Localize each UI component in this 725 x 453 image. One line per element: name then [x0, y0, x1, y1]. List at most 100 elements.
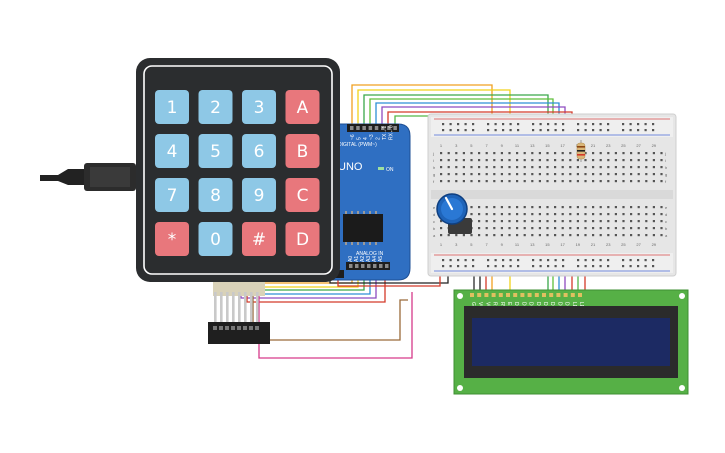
key-D[interactable]: D [285, 222, 320, 256]
lcd-pin-label: V0 [484, 302, 490, 308]
row-letter: i [433, 158, 434, 163]
key-5[interactable]: 5 [198, 134, 233, 168]
row-letter: e [433, 205, 436, 210]
key-2[interactable]: 2 [198, 90, 233, 124]
key-9[interactable]: 9 [242, 178, 276, 212]
column-number: 23 [606, 242, 611, 247]
column-number: 17 [560, 143, 565, 148]
power-rail-bottom [431, 253, 673, 273]
lcd-pin-label: RS [492, 302, 498, 310]
key-*[interactable]: * [155, 222, 189, 256]
column-number: 15 [545, 143, 550, 148]
lcd-pin-label: E [506, 302, 512, 306]
column-number: 3 [455, 143, 458, 148]
key-0[interactable]: 0 [198, 222, 233, 256]
column-number: 11 [515, 143, 520, 148]
column-number: 25 [621, 242, 626, 247]
lcd-screen [472, 318, 670, 366]
key-7[interactable]: 7 [155, 178, 189, 212]
pin-label: ~3 [369, 134, 375, 140]
row-letter: i [665, 158, 666, 163]
column-number: 13 [530, 242, 535, 247]
row-letter: b [665, 226, 668, 231]
column-number: 1 [440, 242, 443, 247]
resistor-icon[interactable] [576, 140, 586, 162]
key-3[interactable]: 3 [242, 90, 276, 124]
analog-pin-label: A3 [366, 256, 372, 262]
key-label: B [297, 142, 309, 162]
column-number: 11 [515, 242, 520, 247]
row-letter: a [665, 233, 668, 238]
lcd-16x2[interactable]: GNDVCCV0RSRWEDB0DB1DB2DB3DB4DB5DB6DB7LED… [453, 289, 689, 395]
row-letter: h [433, 165, 435, 170]
key-4[interactable]: 4 [155, 134, 189, 168]
column-number: 3 [455, 242, 458, 247]
connector-pins [213, 292, 259, 330]
column-number: 17 [560, 242, 565, 247]
column-number: 7 [485, 143, 488, 148]
column-number: 29 [652, 143, 657, 148]
row-letter: g [665, 172, 667, 177]
key-label: 6 [254, 142, 265, 162]
row-letter: f [433, 179, 435, 184]
power-rail-top [431, 117, 673, 137]
key-label: 2 [210, 98, 221, 118]
column-number: 7 [485, 242, 488, 247]
column-number: 27 [636, 242, 641, 247]
row-letter: h [665, 165, 667, 170]
row-letter: e [665, 205, 668, 210]
row-letter: f [665, 179, 667, 184]
chip [343, 214, 383, 242]
key-label: 8 [210, 186, 221, 206]
row-letter: d [433, 212, 435, 217]
key-B[interactable]: B [285, 134, 320, 168]
usb-plug-icon [40, 163, 136, 191]
key-label: A [297, 98, 309, 118]
row-letter: c [665, 219, 667, 224]
key-1[interactable]: 1 [155, 90, 189, 124]
column-number: 5 [470, 143, 473, 148]
column-number: 15 [545, 242, 550, 247]
column-number: 13 [530, 143, 535, 148]
row-letter: d [665, 212, 667, 217]
key-A[interactable]: A [285, 90, 320, 124]
analog-pin-label: A4 [372, 256, 378, 262]
key-6[interactable]: 6 [242, 134, 276, 168]
column-number: 29 [652, 242, 657, 247]
row-letter: b [433, 226, 436, 231]
key-label: 3 [254, 98, 265, 118]
on-label: ON [386, 167, 394, 173]
on-led [378, 167, 384, 170]
digital-pins [350, 126, 397, 130]
wire-k6[interactable] [246, 268, 386, 303]
row-letter: c [433, 219, 435, 224]
chip-pins [345, 211, 377, 245]
column-number: 25 [621, 143, 626, 148]
key-#[interactable]: # [242, 222, 276, 256]
pin-label: TX→1 [382, 126, 388, 140]
analog-label: ANALOG IN [356, 251, 384, 257]
pin-label: 2 [376, 137, 382, 140]
key-label: 0 [210, 230, 221, 250]
key-label: # [252, 230, 266, 250]
column-number: 9 [501, 242, 504, 247]
key-8[interactable]: 8 [198, 178, 233, 212]
key-label: 5 [210, 142, 221, 162]
column-number: 5 [470, 242, 473, 247]
lcd-mount-holes [457, 293, 685, 391]
key-label: * [168, 230, 177, 250]
potentiometer-icon[interactable] [436, 193, 472, 234]
key-C[interactable]: C [285, 178, 320, 212]
breadboard-holes [440, 123, 663, 268]
digital-label: DIGITAL (PWM~) [338, 142, 377, 148]
analog-pin-label: A1 [354, 256, 360, 262]
analog-pin-label: A0 [348, 256, 354, 262]
column-number: 19 [576, 242, 581, 247]
pin-label: RX←0 [388, 125, 394, 140]
keypad-connector[interactable] [208, 292, 270, 344]
